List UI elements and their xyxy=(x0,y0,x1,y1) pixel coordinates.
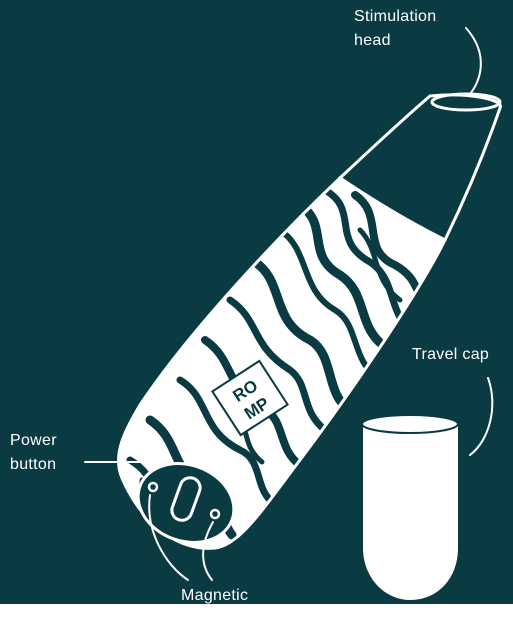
leader-travel-cap xyxy=(470,378,492,455)
label-travel-cap: Travel cap xyxy=(412,343,489,367)
bottom-strip xyxy=(0,604,513,621)
travel-cap xyxy=(362,415,458,600)
leader-stimulation-head xyxy=(466,28,481,94)
label-stimulation-head: Stimulation head xyxy=(354,5,436,53)
label-power-button: Power button xyxy=(10,429,57,477)
